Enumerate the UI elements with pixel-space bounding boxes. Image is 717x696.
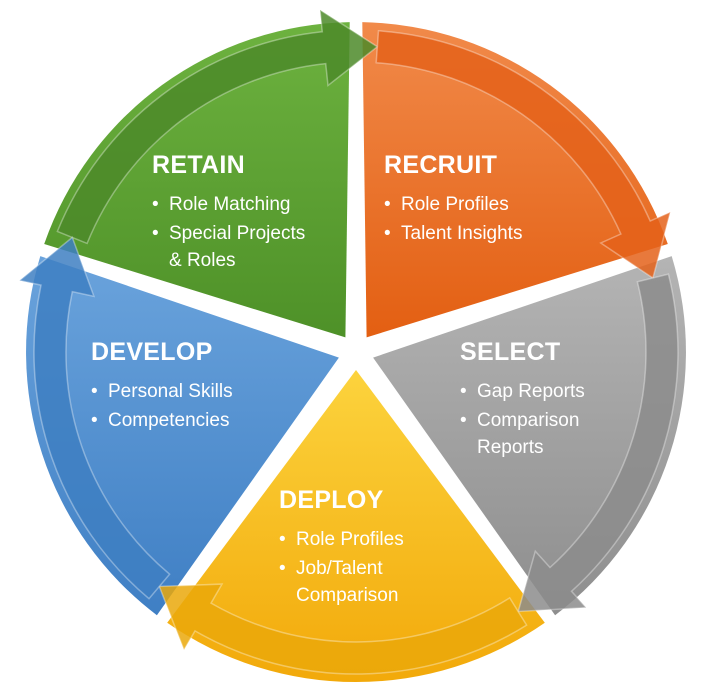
segment-recruit-bullets: Role Profiles Talent Insights: [384, 190, 522, 248]
segment-select-title: SELECT: [460, 338, 561, 366]
bullet-item: Personal Skills: [91, 377, 233, 406]
bullet-item: Role Matching: [152, 190, 305, 219]
segment-deploy: DEPLOY Role Profiles Job/Talent Comparis…: [279, 488, 404, 609]
bullet-item: Job/Talent Comparison: [279, 554, 404, 609]
bullet-item: Comparison Reports: [460, 406, 585, 461]
bullet-line: Job/Talent: [296, 558, 383, 579]
bullet-item: Role Profiles: [384, 190, 522, 219]
bullet-item: Special Projects & Roles: [152, 219, 305, 274]
bullet-line: Comparison: [477, 410, 580, 431]
segment-develop: DEVELOP Personal Skills Competencies: [91, 338, 233, 436]
bullet-item: Role Profiles: [279, 525, 404, 554]
segment-retain-title: RETAIN: [152, 151, 245, 179]
arrow-develop: [17, 236, 171, 600]
arrow-retain: [56, 8, 379, 245]
segment-retain-bullets: Role Matching Special Projects & Roles: [152, 190, 305, 274]
bullet-item: Gap Reports: [460, 377, 585, 406]
bullet-item: Competencies: [91, 406, 233, 435]
segment-recruit-title: RECRUIT: [384, 151, 498, 179]
bullet-line: Special Projects: [169, 223, 306, 244]
arrow-select: [517, 273, 679, 613]
segment-deploy-bullets: Role Profiles Job/Talent Comparison: [279, 525, 404, 609]
bullet-line: Reports: [477, 437, 544, 458]
segment-select: SELECT Gap Reports Comparison Reports: [460, 340, 585, 461]
segment-deploy-title: DEPLOY: [279, 486, 384, 514]
segment-develop-bullets: Personal Skills Competencies: [91, 377, 233, 435]
bullet-line: Comparison: [296, 585, 399, 606]
bullet-item: Talent Insights: [384, 219, 522, 248]
segment-select-bullets: Gap Reports Comparison Reports: [460, 377, 585, 461]
wedge-recruit: [362, 22, 668, 338]
segment-retain: RETAIN Role Matching Special Projects & …: [152, 153, 305, 274]
segment-recruit: RECRUIT Role Profiles Talent Insights: [384, 151, 522, 249]
segment-develop-title: DEVELOP: [91, 338, 213, 366]
bullet-line: & Roles: [169, 250, 236, 271]
